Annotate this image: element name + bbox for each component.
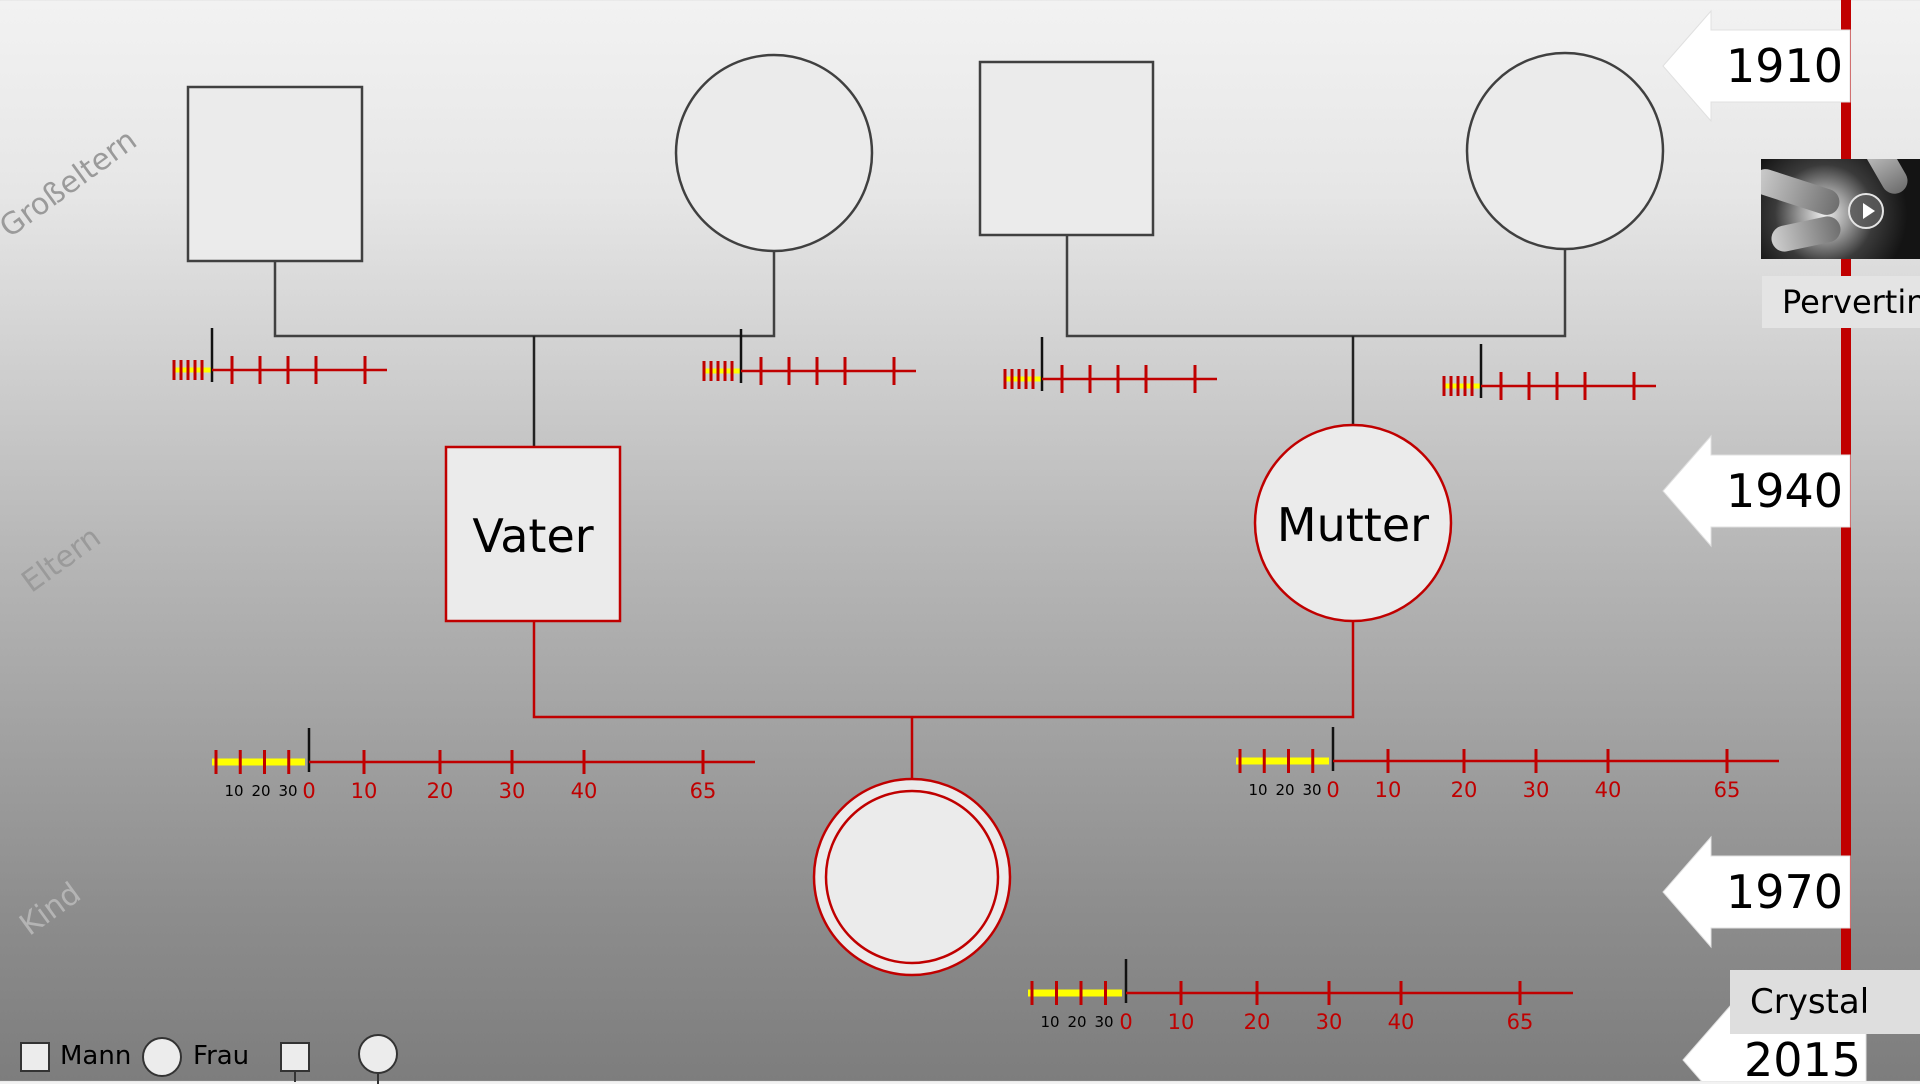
year-label: 2015 xyxy=(1744,1033,1861,1081)
legend-male-symbol-connected xyxy=(280,1042,310,1072)
scale-age-label: 40 xyxy=(1595,778,1622,802)
scale-age-label: 30 xyxy=(1523,778,1550,802)
legend-female-symbol-connected xyxy=(358,1034,398,1074)
maternal-grandparents-connector xyxy=(1065,236,1567,425)
arrow-shape[interactable] xyxy=(1662,835,1851,949)
scale-before-label: 10 xyxy=(1248,781,1267,799)
scale-age-label: 40 xyxy=(571,779,598,803)
scale-age-label: 20 xyxy=(427,779,454,803)
scale-before-label: 20 xyxy=(1067,1013,1086,1031)
legend-female-stem xyxy=(377,1074,379,1084)
grandfather-paternal-node[interactable] xyxy=(186,85,364,263)
father-label: Vater xyxy=(472,509,593,563)
scale-age-label: 0 xyxy=(1119,1010,1132,1034)
year-label: 1910 xyxy=(1726,39,1843,93)
child-age-scale: 10 20 30 0 10 20 30 40 65 xyxy=(1028,959,1573,1034)
scale-before-label: 10 xyxy=(224,782,243,800)
scale-age-label: 10 xyxy=(351,779,378,803)
scale-age-label: 30 xyxy=(499,779,526,803)
grandparent-scale xyxy=(1003,337,1217,393)
mother-age-scale: 10 20 30 0 10 20 30 40 65 xyxy=(1236,727,1779,802)
year-arrow-1970[interactable]: 1970 xyxy=(1662,835,1851,949)
mother-node[interactable] xyxy=(1253,423,1453,623)
grandmother-maternal-node[interactable] xyxy=(1465,51,1665,251)
year-label: 1970 xyxy=(1726,865,1843,919)
media-caption[interactable]: Pervertin xyxy=(1762,276,1920,328)
legend-male-stem xyxy=(294,1072,296,1082)
scale-before-label: 20 xyxy=(251,782,270,800)
play-icon[interactable] xyxy=(1848,193,1884,229)
year-arrow-2015[interactable]: 2015 xyxy=(1682,1003,1867,1081)
year-label: 1940 xyxy=(1726,464,1843,518)
father-node[interactable] xyxy=(444,445,622,623)
grandparent-scale xyxy=(172,328,387,384)
grandparent-age-scales xyxy=(172,328,1656,400)
grandfather-maternal-node[interactable] xyxy=(978,60,1155,237)
timeline-year-arrows: 1910 1940 1970 2015 xyxy=(1662,9,1867,1081)
scale-age-label: 30 xyxy=(1316,1010,1343,1034)
year-arrow-1910[interactable]: 1910 xyxy=(1662,9,1851,123)
scale-age-label: 20 xyxy=(1451,778,1478,802)
legend-male-label: Mann xyxy=(60,1041,132,1071)
scale-age-label: 65 xyxy=(1714,778,1741,802)
legend-female-label: Frau xyxy=(193,1041,250,1071)
arrow-shape[interactable] xyxy=(1662,9,1851,123)
grandparent-scale xyxy=(702,329,916,385)
scale-age-label: 10 xyxy=(1375,778,1402,802)
scale-age-label: 20 xyxy=(1244,1010,1271,1034)
scale-age-label: 0 xyxy=(1326,778,1339,802)
scale-before-label: 30 xyxy=(1094,1013,1113,1031)
scale-age-label: 10 xyxy=(1168,1010,1195,1034)
child-node[interactable] xyxy=(812,777,1012,977)
grandmother-paternal-node[interactable] xyxy=(674,53,874,253)
scale-before-label: 20 xyxy=(1275,781,1294,799)
child-node-inner-ring xyxy=(824,789,1000,965)
father-age-scale: 10 20 30 0 10 20 30 40 65 xyxy=(212,728,755,803)
arrow-shape[interactable] xyxy=(1662,434,1851,548)
scale-before-label: 30 xyxy=(278,782,297,800)
crystal-label[interactable]: Crystal xyxy=(1730,970,1920,1034)
age-scales: 10 20 30 0 10 20 30 40 65 10 20 30 0 10 20 30 40 65 10 20 30… xyxy=(212,727,1779,1034)
parents-child-connector xyxy=(532,620,1355,780)
media-thumbnail[interactable] xyxy=(1761,159,1920,259)
legend-female-symbol xyxy=(142,1037,182,1077)
legend-male-symbol xyxy=(20,1042,50,1072)
scale-before-label: 10 xyxy=(1040,1013,1059,1031)
mother-label: Mutter xyxy=(1277,498,1429,552)
scale-age-label: 0 xyxy=(302,779,315,803)
grandparent-scale xyxy=(1442,344,1656,400)
year-arrow-1940[interactable]: 1940 xyxy=(1662,434,1851,548)
paternal-grandparents-connector xyxy=(273,251,776,446)
scale-age-label: 40 xyxy=(1388,1010,1415,1034)
scale-age-label: 65 xyxy=(690,779,717,803)
scale-before-label: 30 xyxy=(1302,781,1321,799)
scale-age-label: 65 xyxy=(1507,1010,1534,1034)
